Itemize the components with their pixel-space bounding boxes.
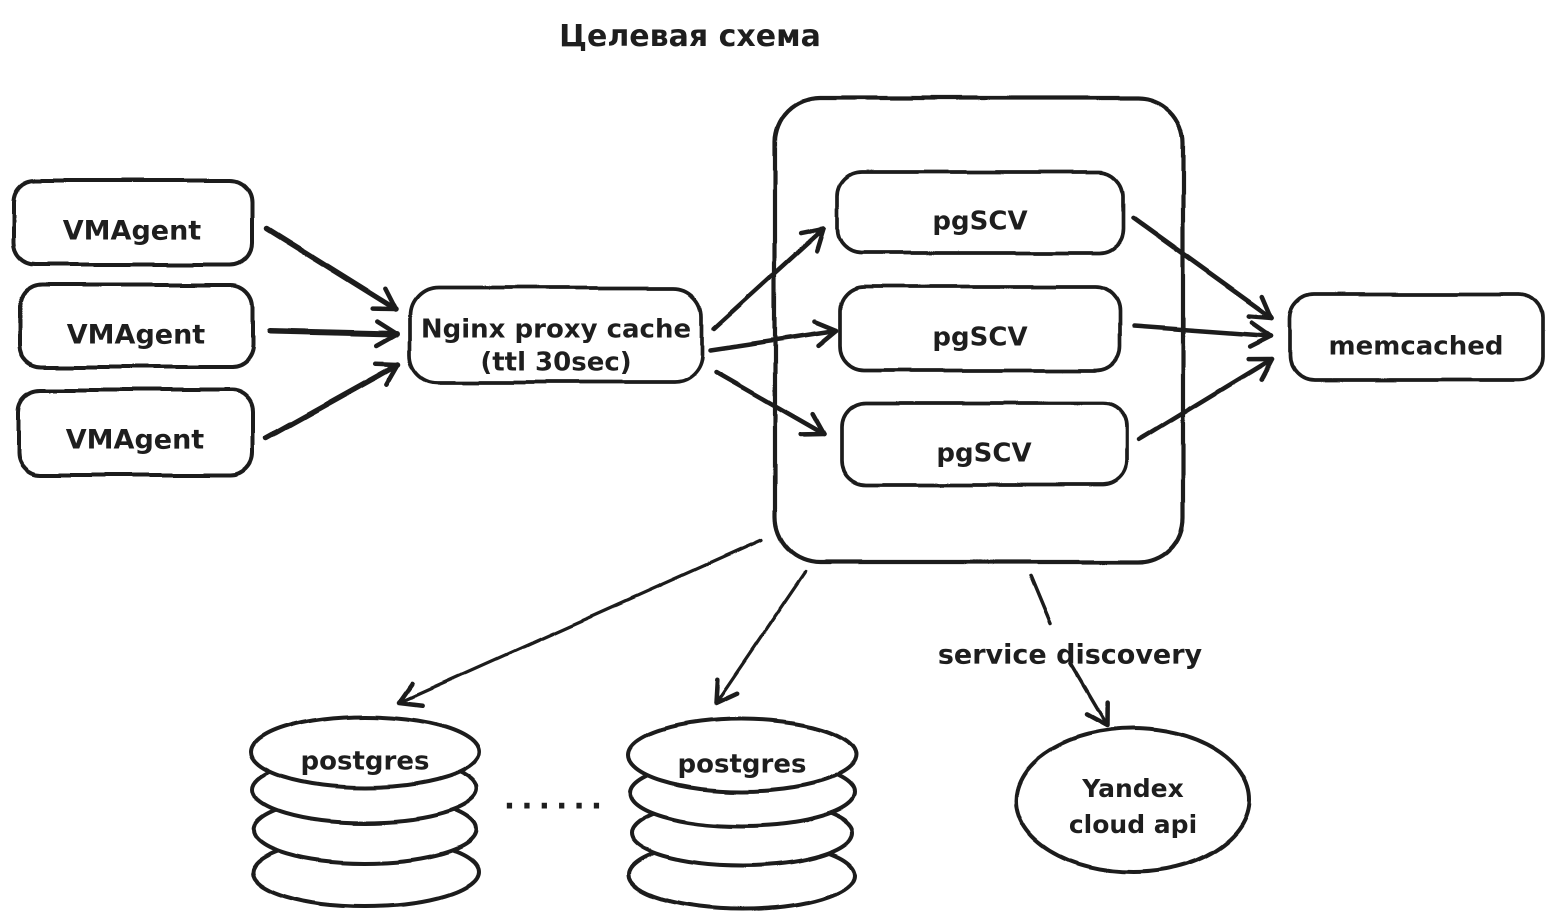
postgres-right-disk-1 — [626, 717, 858, 793]
arrow-service-discovery-lower — [1069, 662, 1110, 728]
arrow-vmagent1-nginx — [263, 225, 399, 312]
arrow-pgscv1-memcached — [1130, 215, 1275, 321]
yandex-label-line2: cloud api — [1069, 810, 1197, 839]
arrow-cluster-postgres-left — [396, 538, 763, 708]
postgres-stack-left — [249, 714, 481, 908]
arrow-nginx-pgscv2 — [707, 319, 839, 353]
diagram-title: Целевая схема — [559, 19, 821, 54]
vmagent-box-3 — [16, 388, 255, 477]
pgscv-label-3: pgSCV — [936, 439, 1031, 469]
pgscv-box-3 — [840, 401, 1129, 487]
vmagent-label-2: VMAgent — [67, 320, 206, 351]
memcached-box — [1288, 293, 1545, 382]
arrow-pgscv2-memcached — [1131, 320, 1274, 349]
service-discovery-label: service discovery — [938, 640, 1203, 671]
memcached-label: memcached — [1329, 332, 1504, 362]
vmagent-box-2 — [18, 283, 255, 369]
arrow-pgscv3-memcached — [1136, 356, 1275, 443]
arrow-nginx-pgscv3 — [713, 369, 827, 437]
arrow-service-discovery-upper — [1029, 574, 1053, 626]
nginx-label-line1: Nginx proxy cache — [421, 315, 691, 345]
postgres-stack-right — [626, 717, 858, 911]
arrow-cluster-postgres-right — [713, 569, 808, 706]
vmagent-label-3: VMAgent — [66, 425, 205, 456]
postgres-ellipsis: ...... — [504, 782, 608, 817]
pgscv-box-1 — [836, 170, 1125, 255]
yandex-label-line1: Yandex — [1081, 774, 1183, 803]
postgres-left-disk-1 — [249, 714, 481, 790]
vmagent-label-1: VMAgent — [63, 216, 202, 247]
arrow-nginx-pgscv1 — [711, 225, 827, 331]
nginx-proxy-cache-box — [408, 286, 704, 384]
pgscv-label-1: pgSCV — [932, 207, 1027, 237]
vmagent-box-1 — [11, 178, 254, 267]
yandex-cloud-api-ellipse — [1014, 726, 1252, 874]
pgscv-label-2: pgSCV — [932, 323, 1027, 353]
postgres-right-label: postgres — [678, 750, 807, 780]
arrow-vmagent2-nginx — [267, 319, 400, 348]
nginx-label-line2: (ttl 30sec) — [480, 348, 631, 378]
arrow-vmagent3-nginx — [263, 360, 402, 441]
postgres-left-label: postgres — [301, 747, 430, 777]
pgscv-box-2 — [838, 285, 1122, 372]
